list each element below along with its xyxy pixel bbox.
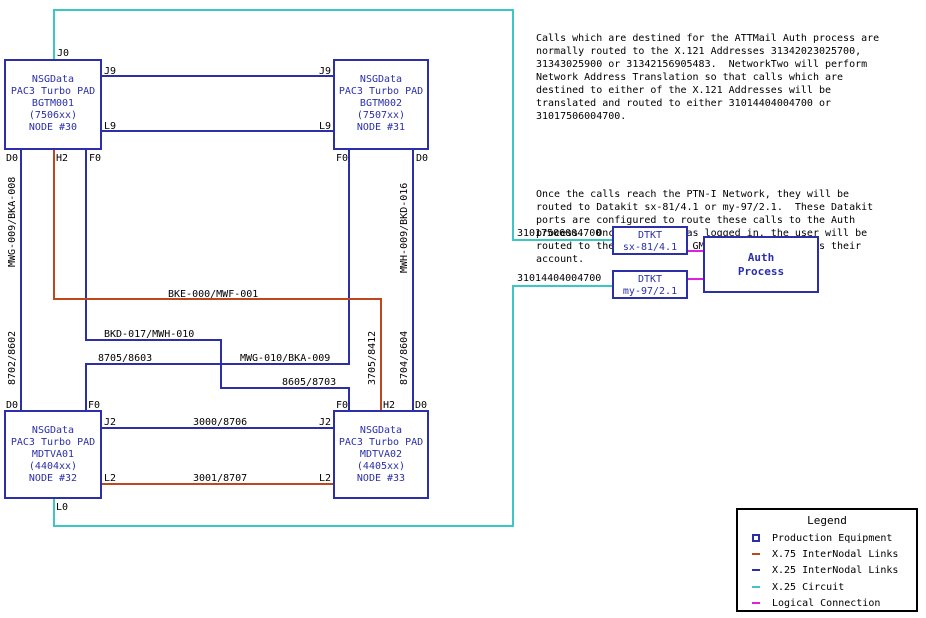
note-paragraph-2: Once the calls reach the PTN-I Network, … — [536, 189, 874, 265]
node-line: PAC3 Turbo PAD — [10, 86, 96, 97]
port-label: D0 — [416, 153, 429, 164]
link-mwg-bka — [85, 150, 350, 410]
link-label-vertical: MWH-009/BKD-016 — [399, 182, 410, 273]
node-line: (4404xx) — [28, 461, 78, 472]
node-line: (4405xx) — [356, 461, 406, 472]
node-line: NODE #30 — [28, 122, 78, 133]
port-label: F0 — [89, 153, 102, 164]
legend-item: X.25 Circuit — [752, 582, 844, 593]
note-paragraph-1: Calls which are destined for the ATTMail… — [536, 33, 880, 122]
link-bkd-mwh — [85, 150, 350, 410]
port-label: F0 — [336, 153, 349, 164]
port-label: L0 — [56, 502, 69, 513]
port-label: J0 — [57, 48, 70, 59]
node-line: NSGData — [31, 425, 75, 436]
link-label: 8705/8603 — [98, 353, 153, 364]
port-label: J2 — [319, 417, 332, 428]
node-bgtm001: NSGData PAC3 Turbo PAD BGTM001 (7506xx) … — [4, 59, 102, 150]
node-line: PAC3 Turbo PAD — [10, 437, 96, 448]
dtkt-line: DTKT — [637, 230, 663, 241]
dtkt-my97: DTKT my-97/2.1 — [612, 270, 688, 299]
line-icon — [752, 586, 760, 588]
node-line: BGTM001 — [31, 98, 75, 109]
node-line: MDTVA02 — [359, 449, 403, 460]
link-label: 8605/8703 — [282, 377, 337, 388]
node-mdtva02: NSGData PAC3 Turbo PAD MDTVA02 (4405xx) … — [333, 410, 429, 499]
node-line: (7506xx) — [28, 110, 78, 121]
legend-title: Legend — [807, 514, 847, 527]
port-label: L2 — [319, 473, 332, 484]
link-label-vertical: MWG-009/BKA-008 — [7, 176, 18, 267]
legend-item: Production Equipment — [752, 533, 892, 544]
legend: Legend Production Equipment X.75 InterNo… — [736, 508, 918, 612]
port-label: D0 — [415, 400, 428, 411]
link-label: MWG-010/BKA-009 — [240, 353, 331, 364]
port-label: D0 — [6, 400, 19, 411]
dtkt-line: DTKT — [637, 274, 663, 285]
port-label: F0 — [336, 400, 349, 411]
port-label: L9 — [319, 121, 332, 132]
legend-label: Production Equipment — [772, 533, 893, 544]
node-line: NODE #32 — [28, 473, 78, 484]
link-label-vertical: 8702/8602 — [7, 330, 18, 385]
port-label: F0 — [88, 400, 101, 411]
node-line: PAC3 Turbo PAD — [338, 437, 424, 448]
auth-line: Process — [737, 265, 785, 278]
circuit-bottom — [53, 285, 612, 527]
node-mdtva01: NSGData PAC3 Turbo PAD MDTVA01 (4404xx) … — [4, 410, 102, 499]
legend-label: X.75 InterNodal Links — [772, 549, 899, 560]
port-label: H2 — [56, 153, 69, 164]
port-label: L2 — [104, 473, 117, 484]
node-line: MDTVA01 — [31, 449, 75, 460]
link-label-vertical: 8704/8604 — [399, 330, 410, 385]
port-label: J9 — [104, 66, 117, 77]
node-line: (7507xx) — [356, 110, 406, 121]
node-line: BGTM002 — [359, 98, 403, 109]
node-bgtm002: NSGData PAC3 Turbo PAD BGTM002 (7507xx) … — [333, 59, 429, 150]
square-icon — [752, 534, 760, 542]
description-note: Calls which are destined for the ATTMail… — [536, 6, 916, 279]
legend-label: X.25 Circuit — [772, 582, 845, 593]
node-line: NSGData — [359, 425, 403, 436]
dtkt-line: sx-81/4.1 — [622, 242, 678, 253]
legend-item: Logical Connection — [752, 598, 880, 609]
node-line: NODE #33 — [356, 473, 406, 484]
address-bottom: 31014404004700 — [517, 273, 602, 284]
node-line: NSGData — [31, 74, 75, 85]
node-line: PAC3 Turbo PAD — [338, 86, 424, 97]
address-top: 31017506004700 — [517, 228, 602, 239]
port-label: D0 — [6, 153, 19, 164]
dtkt-sx81: DTKT sx-81/4.1 — [612, 226, 688, 255]
auth-process: Auth Process — [703, 236, 819, 293]
link-bke-mwf — [53, 150, 382, 410]
port-label: L9 — [104, 121, 117, 132]
port-label: H2 — [383, 400, 396, 411]
auth-line: Auth — [747, 251, 775, 264]
legend-label: Logical Connection — [772, 598, 881, 609]
node-line: NODE #31 — [356, 122, 406, 133]
dtkt-line: my-97/2.1 — [622, 286, 678, 297]
line-icon — [752, 602, 760, 604]
line-icon — [752, 569, 760, 571]
link-label: BKE-000/MWF-001 — [168, 289, 259, 300]
legend-item: X.25 InterNodal Links — [752, 565, 898, 576]
legend-item: X.75 InterNodal Links — [752, 549, 898, 560]
legend-label: X.25 InterNodal Links — [772, 565, 899, 576]
node-line: NSGData — [359, 74, 403, 85]
link-label: BKD-017/MWH-010 — [104, 329, 195, 340]
link-label-vertical: 3705/8412 — [367, 330, 378, 385]
line-icon — [752, 553, 760, 555]
circuit-top — [53, 9, 612, 241]
link-label: 3000/8706 — [193, 417, 248, 428]
port-label: J2 — [104, 417, 117, 428]
port-label: J9 — [319, 66, 332, 77]
link-label: 3001/8707 — [193, 473, 248, 484]
